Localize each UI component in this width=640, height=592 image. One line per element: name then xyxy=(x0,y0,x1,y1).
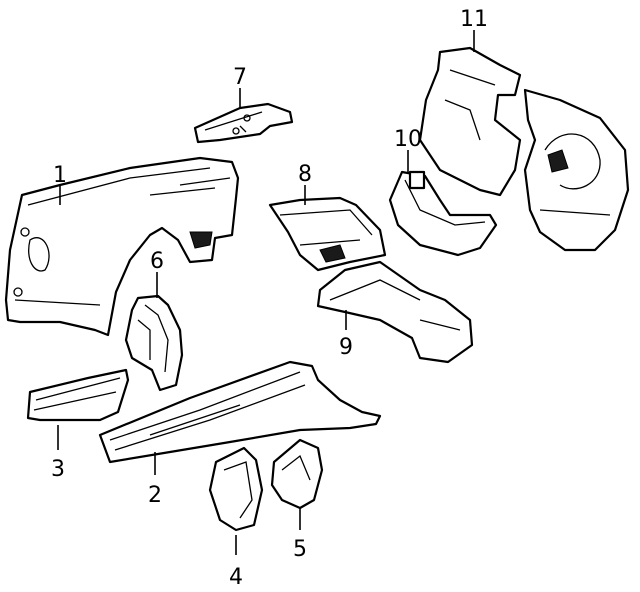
callout-11: 11 xyxy=(460,7,488,32)
callout-3: 3 xyxy=(51,457,65,482)
leader-lines xyxy=(57,30,475,555)
callout-9: 9 xyxy=(339,335,353,360)
callout-5: 5 xyxy=(293,537,307,562)
callout-labels: 1 2 3 4 5 6 7 8 9 10 11 xyxy=(51,7,488,590)
part-3-sill[interactable] xyxy=(26,368,130,422)
callout-1: 1 xyxy=(53,163,67,188)
part-6-bracket[interactable] xyxy=(124,294,184,392)
part-10-shield[interactable] xyxy=(388,170,498,257)
callout-6: 6 xyxy=(150,249,164,274)
part-9-rail[interactable] xyxy=(316,260,474,364)
part-8-panel[interactable] xyxy=(268,196,387,272)
part-2-rail[interactable] xyxy=(98,360,382,464)
callout-10: 10 xyxy=(394,127,422,152)
callout-4: 4 xyxy=(229,565,243,590)
part-1-fender-apron[interactable] xyxy=(4,156,240,337)
part-7-bracket[interactable] xyxy=(193,102,294,144)
callout-8: 8 xyxy=(298,162,312,187)
part-5-brace[interactable] xyxy=(270,438,324,510)
part-11-wheelhouse[interactable] xyxy=(418,46,630,252)
callout-2: 2 xyxy=(148,483,162,508)
part-4-brace[interactable] xyxy=(208,446,264,532)
callout-7: 7 xyxy=(233,65,247,90)
